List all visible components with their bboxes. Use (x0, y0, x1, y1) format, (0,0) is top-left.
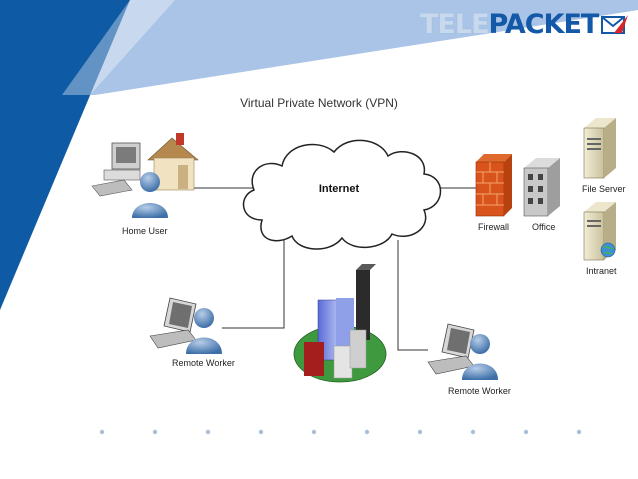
dark-blue-wedge (0, 0, 130, 310)
file-server-icon (583, 118, 616, 179)
file-server-label: File Server (582, 184, 626, 194)
office-building-icon (523, 158, 560, 217)
remote-worker-left-person-icon (186, 308, 222, 354)
city-buildings-icon (293, 264, 387, 383)
remote-worker-left-laptop-icon (149, 297, 197, 349)
logo-envelope-icon (601, 15, 628, 34)
footer-dots (99, 429, 582, 435)
line-cloud-to-remote-right (397, 240, 428, 351)
home-user-label: Home User (122, 226, 168, 236)
home-user-person-icon (132, 172, 168, 218)
intranet-label: Intranet (586, 266, 617, 276)
logo-text-packet: PACKET (488, 9, 600, 40)
office-label: Office (532, 222, 556, 232)
line-cloud-to-remote-left (222, 240, 285, 329)
light-blue-band (0, 0, 638, 95)
internet-cloud (242, 139, 442, 250)
white-swoosh (62, 0, 175, 95)
globe-icon (600, 242, 616, 258)
home-computer-icon (91, 142, 141, 197)
remote-worker-left-label: Remote Worker (172, 358, 235, 368)
firewall-icon (475, 154, 512, 217)
internet-cloud-label: Internet (318, 183, 360, 195)
diagram-title: Virtual Private Network (VPN) (240, 96, 398, 110)
remote-worker-right-label: Remote Worker (448, 386, 511, 396)
remote-worker-right-person-icon (462, 334, 498, 380)
intranet-server-icon (583, 202, 616, 261)
home-house-icon (147, 133, 199, 191)
firewall-label: Firewall (478, 222, 510, 232)
remote-worker-right-laptop-icon (427, 323, 475, 375)
logo-text-tele: TELE (420, 9, 490, 40)
telepacket-logo[interactable]: TELEPACKET (420, 8, 632, 42)
